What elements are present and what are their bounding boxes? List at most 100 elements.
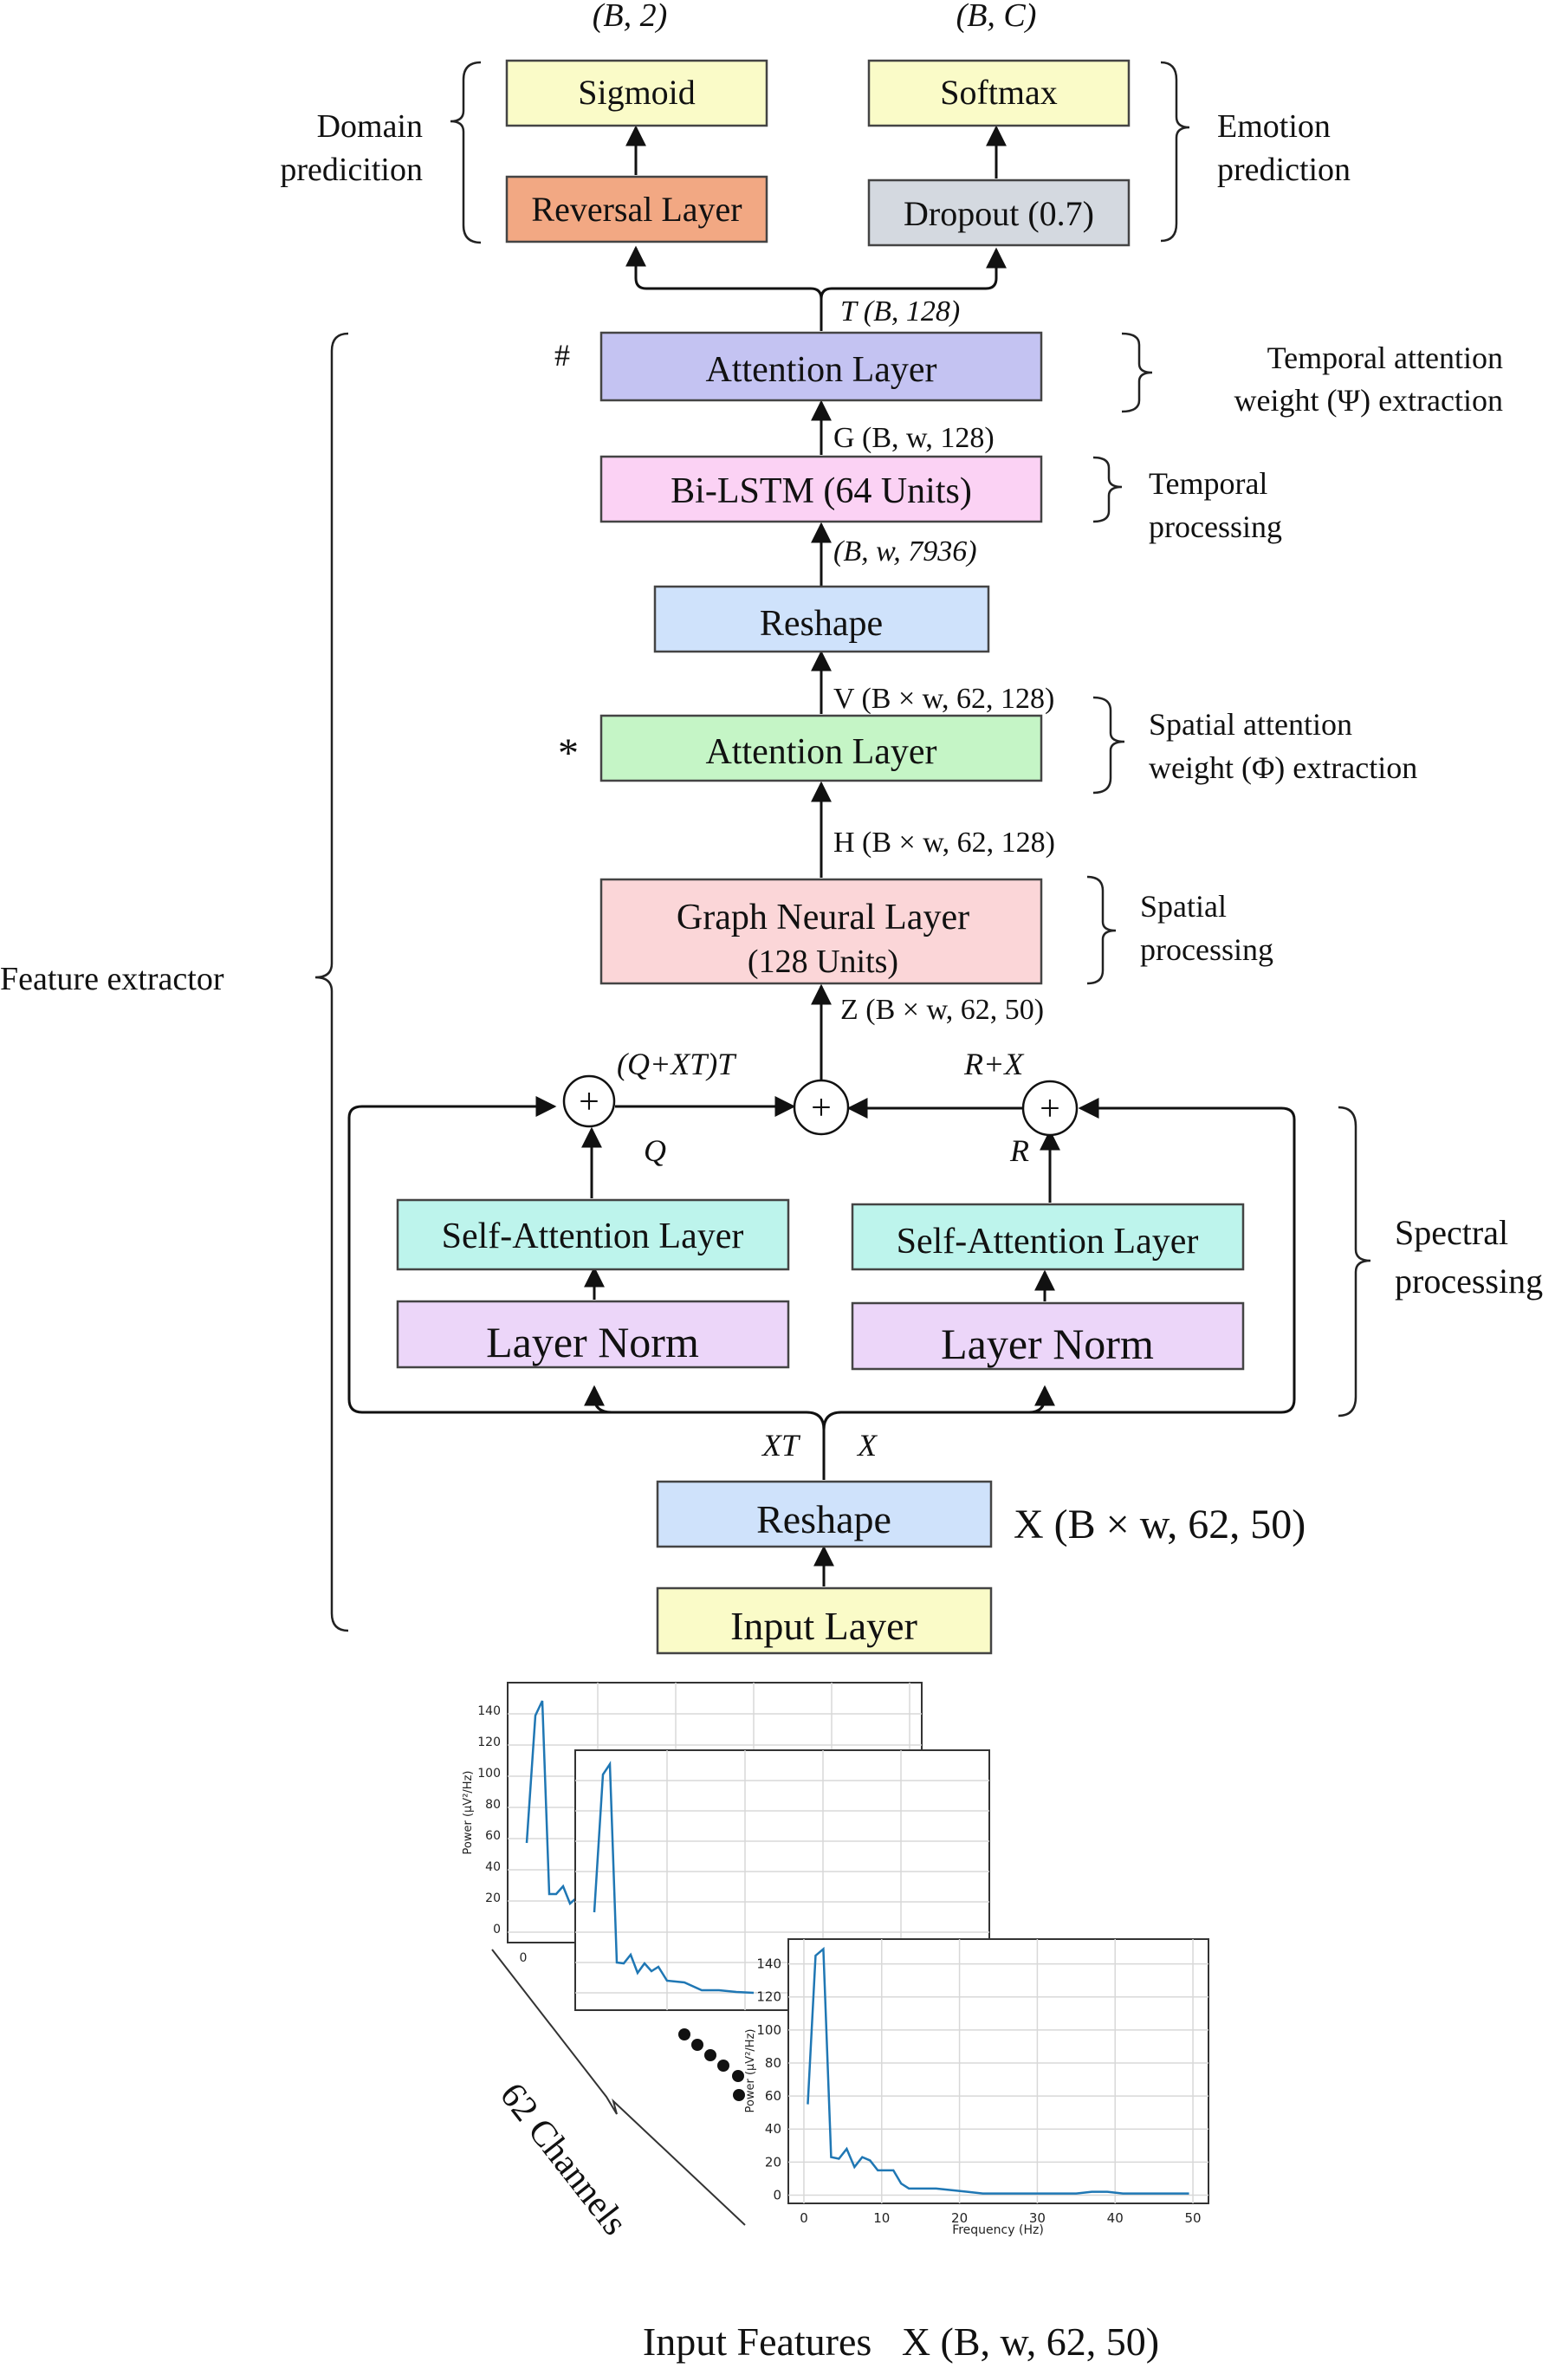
feature-extractor-brace [314, 332, 349, 1632]
reshape-bottom-label: Reshape [756, 1497, 891, 1541]
v-shape-label: V (B × w, 62, 128) [833, 683, 1054, 715]
sum-node-center: + [793, 1079, 850, 1136]
x-tick: 0 [520, 1951, 528, 1965]
gnn-label-line2: (128 Units) [748, 944, 898, 980]
y-tick: 60 [485, 1829, 501, 1843]
plot-series [807, 1946, 1189, 2195]
connectors [347, 125, 1296, 1586]
plot-grid [788, 1939, 1208, 2203]
y-tick: 120 [756, 1989, 781, 2005]
spatial-marker: * [558, 730, 579, 776]
spatial-processing-brace [1086, 875, 1117, 985]
middle-plot-curve [593, 1761, 755, 1995]
split-to-heads-arrow [625, 245, 823, 331]
feature-extractor-label: Feature extractor [0, 961, 224, 997]
x-label: X [856, 1428, 878, 1463]
spectral-loop-right [822, 1098, 1296, 1431]
softmax-output-shape: (B, C) [956, 0, 1037, 34]
spatial-processing-line2: processing [1140, 932, 1273, 967]
domain-brace [450, 61, 482, 244]
y-tick: 0 [493, 1923, 501, 1937]
plus-symbol: + [579, 1082, 599, 1122]
softmax-label: Softmax [940, 73, 1058, 112]
temporal-marker: # [554, 338, 570, 373]
series-line [807, 1946, 1189, 2195]
spatial-attention-label: Attention Layer [705, 732, 936, 772]
y-tick: 20 [485, 1891, 501, 1905]
temporal-attention-brace [1121, 332, 1153, 413]
self-attention-right-label: Self-Attention Layer [897, 1222, 1199, 1262]
temporal-attention-line1: Temporal attention [1267, 341, 1503, 375]
y-axis-label: Power (μV²/Hz) [462, 1771, 475, 1855]
bilstm-label: Bi-LSTM (64 Units) [671, 471, 972, 511]
self-attention-left-block: Self-Attention Layer [396, 1198, 790, 1271]
y-tick: 80 [485, 1798, 501, 1812]
y-tick: 60 [765, 2088, 781, 2104]
temporal-attention-label: Attention Layer [705, 350, 936, 390]
spatial-processing-line1: Spatial [1140, 889, 1227, 924]
domain-prediction-line1: Domain [317, 108, 423, 145]
plus-symbol: + [811, 1088, 832, 1128]
channels-brace [491, 1949, 746, 2226]
spectral-loop-left [347, 1096, 826, 1431]
r-plus-x-label: R+X [963, 1047, 1025, 1081]
sum-node-left: + [562, 1074, 616, 1128]
y-tick: 20 [765, 2154, 781, 2170]
sigmoid-label: Sigmoid [578, 73, 696, 112]
spectral-processing-line1: Spectral [1395, 1213, 1508, 1252]
g-shape-label: G (B, w, 128) [833, 422, 995, 454]
temporal-processing-line1: Temporal [1149, 466, 1267, 501]
bilstm-block: Bi-LSTM (64 Units) [599, 455, 1043, 523]
input-feature-plots: 140 120 100 80 60 40 20 0 0 Power (μV²/H… [462, 1682, 1209, 2242]
x-tick: 50 [1184, 2210, 1201, 2226]
dropout-label: Dropout (0.7) [904, 194, 1094, 233]
temporal-attention-line2: weight (Ψ) extraction [1234, 383, 1503, 418]
y-tick: 100 [477, 1767, 501, 1781]
braces [314, 61, 1371, 1632]
input-features-label: Input Features X (B, w, 62, 50) [643, 2319, 1159, 2364]
layer-norm-right-label: Layer Norm [941, 1320, 1154, 1368]
reversal-layer-block: Reversal Layer [505, 175, 768, 243]
y-tick: 140 [477, 1704, 501, 1718]
reshape-top-label: Reshape [760, 604, 883, 644]
spectral-processing-brace [1338, 1106, 1371, 1418]
y-tick: 80 [765, 2055, 781, 2071]
emotion-prediction-line1: Emotion [1217, 108, 1331, 145]
reshape-top-block: Reshape [653, 585, 990, 653]
r-label: R [1009, 1133, 1029, 1168]
y-tick: 140 [756, 1956, 781, 1972]
layer-norm-left-block: Layer Norm [396, 1300, 790, 1369]
branch-right-to-layernorm [1028, 1385, 1055, 1414]
more-channels-dots [678, 2028, 745, 2101]
x-reshape-shape-label: X (B × w, 62, 50) [1014, 1502, 1306, 1547]
x-tick: 0 [800, 2210, 808, 2226]
input-layer-label: Input Layer [730, 1604, 917, 1648]
x-tick: 20 [951, 2210, 968, 2226]
self-attention-right-block: Self-Attention Layer [851, 1203, 1245, 1271]
h-shape-label: H (B × w, 62, 128) [833, 827, 1055, 859]
emotion-brace [1160, 61, 1190, 243]
softmax-block: Softmax [867, 59, 1131, 127]
x-axis-label: Frequency (Hz) [952, 2223, 1044, 2237]
split-to-dropout-arrow [820, 247, 1007, 300]
layer-norm-right-block: Layer Norm [851, 1301, 1245, 1371]
sum-node-right: + [1021, 1080, 1079, 1137]
plot-area [787, 1938, 1209, 2204]
q-label: Q [644, 1133, 666, 1168]
reversal-layer-label: Reversal Layer [531, 190, 742, 229]
spectral-processing-line2: processing [1395, 1262, 1543, 1301]
temporal-attention-block: Attention Layer [599, 331, 1043, 402]
plus-symbol: + [1040, 1089, 1060, 1129]
dropout-block: Dropout (0.7) [867, 178, 1131, 247]
temporal-processing-brace [1092, 456, 1123, 523]
temporal-processing-line2: processing [1149, 509, 1282, 544]
spatial-attention-block: Attention Layer [599, 714, 1043, 782]
gnn-label-line1: Graph Neural Layer [677, 898, 969, 937]
self-attention-left-label: Self-Attention Layer [442, 1216, 744, 1256]
x-tick: 10 [873, 2210, 890, 2226]
spatial-attention-brace [1092, 696, 1125, 795]
q-plus-xt-label: (Q+XT)T [617, 1047, 737, 1081]
gnn-block: Graph Neural Layer (128 Units) [599, 878, 1043, 985]
front-channel-plot: 0 20 40 60 80 100 120 140 0 10 20 30 40 … [744, 1938, 1209, 2237]
x-tick: 40 [1107, 2210, 1124, 2226]
